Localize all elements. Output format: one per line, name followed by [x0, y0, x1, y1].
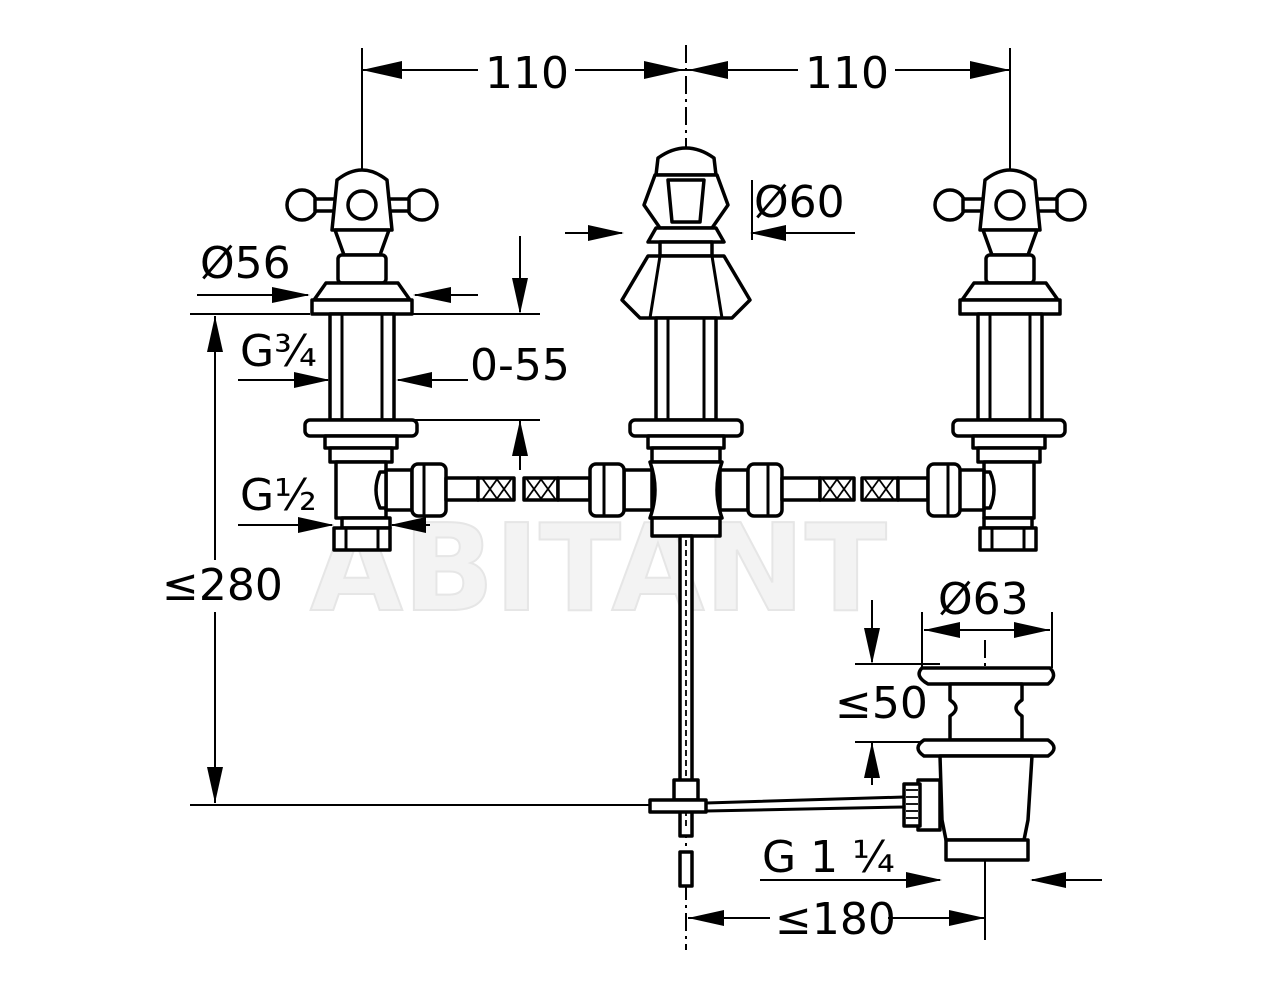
dim-waste-diameter: Ø63 — [938, 574, 1029, 625]
waste-diameter-dimension — [921, 612, 1053, 668]
dim-waste-offset: ≤180 — [775, 894, 896, 945]
center-spout — [588, 146, 784, 888]
dim-spacing-right: 110 — [805, 48, 889, 99]
top-spacing-dimension — [361, 48, 1011, 178]
waste-thread-dimension — [760, 872, 1102, 888]
max-height-dimension — [190, 313, 660, 806]
right-cross-handle-valve — [926, 168, 1087, 552]
spout-diameter-dimension — [565, 180, 855, 241]
dim-max-height: ≤280 — [162, 560, 283, 611]
thread-g12-dimension — [238, 517, 430, 533]
dim-spacing-left: 110 — [485, 48, 569, 99]
watermark-text: ABITANT — [310, 500, 887, 639]
waste-height-dimension — [855, 600, 940, 785]
dim-waste-height: ≤50 — [835, 678, 928, 729]
right-flexible-hose — [780, 476, 930, 502]
dim-thread-g12: G½ — [240, 470, 317, 521]
handle-base-dimension — [197, 287, 478, 303]
pop-up-waste — [704, 666, 1056, 862]
left-flexible-hose — [476, 476, 592, 502]
deck-thickness-dimension — [396, 236, 540, 470]
left-cross-handle-valve — [285, 168, 480, 552]
dim-waste-thread: G 1 ¼ — [762, 832, 895, 883]
thread-g34-dimension — [238, 372, 330, 388]
dim-spout-diameter: Ø60 — [754, 177, 845, 228]
dim-handle-base-diameter: Ø56 — [200, 238, 291, 289]
dim-thread-g34: G¾ — [240, 326, 317, 377]
dim-deck-thickness: 0-55 — [470, 340, 570, 391]
